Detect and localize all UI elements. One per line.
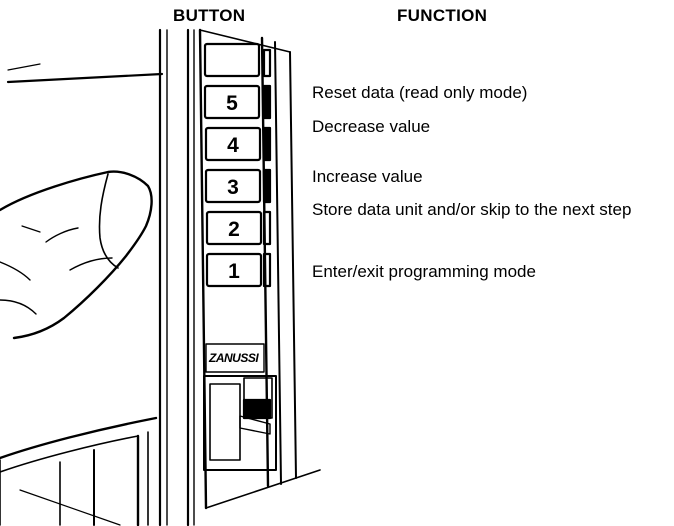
function-button-2: Store data unit and/or skip to the next … bbox=[312, 200, 632, 219]
function-button-3: Increase value bbox=[312, 167, 423, 186]
button-column-header: BUTTON bbox=[173, 6, 246, 25]
function-column-header: FUNCTION bbox=[397, 6, 488, 25]
function-button-4: Decrease value bbox=[312, 117, 431, 136]
function-button-1: Enter/exit programming mode bbox=[312, 262, 536, 281]
function-button-5: Reset data (read only mode) bbox=[312, 83, 528, 102]
